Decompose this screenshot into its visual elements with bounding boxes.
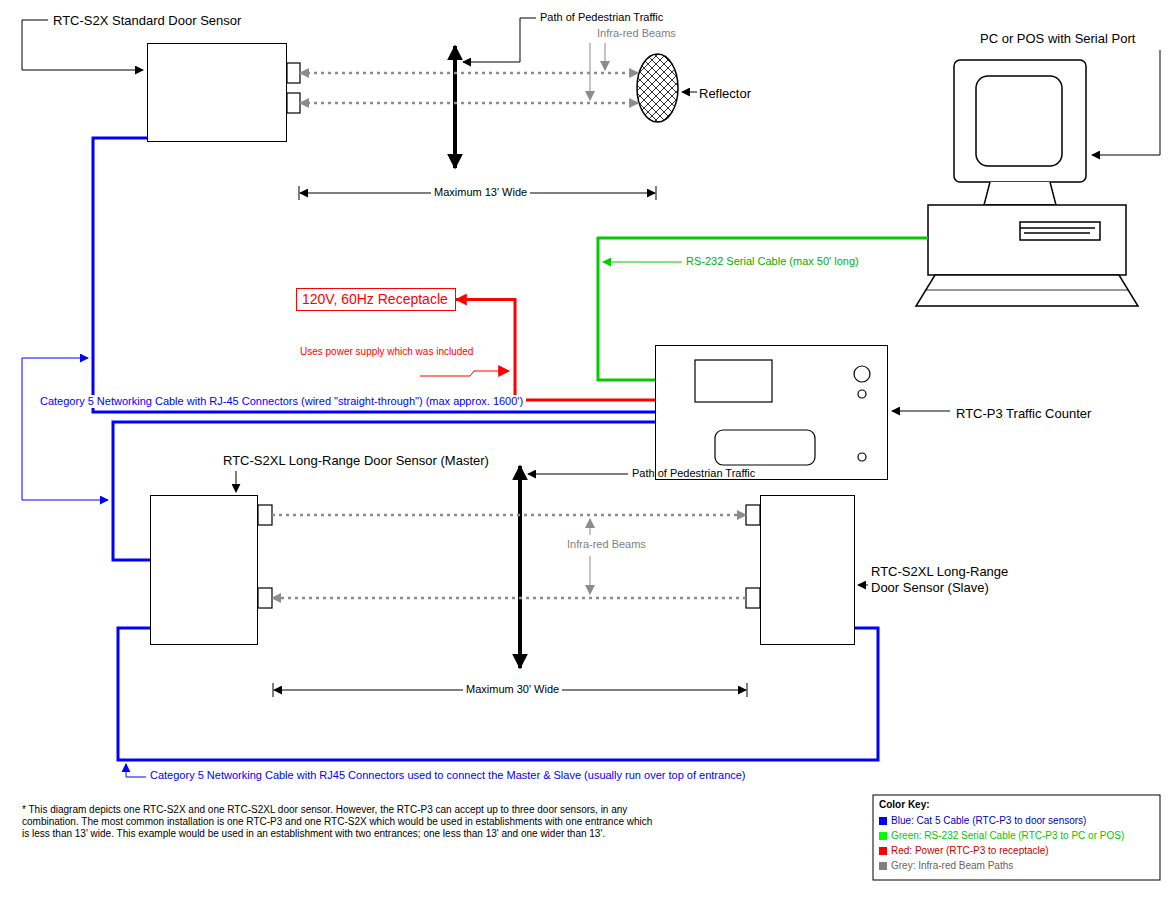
- traffic-label: Path of Pedestrian Traffic: [540, 11, 663, 24]
- legend-entry: Grey: Infra-red Beam Paths: [879, 860, 1013, 872]
- leader-arrow: [528, 474, 628, 475]
- dimension-label: Maximum 13' Wide: [431, 186, 530, 199]
- beam-label: Infra-red Beams: [597, 27, 676, 40]
- panel-led: [858, 390, 866, 398]
- legend-box: [873, 795, 1160, 880]
- power-receptacle: 120V, 60Hz Receptacle: [296, 288, 456, 311]
- reflector: Reflector: [637, 54, 678, 122]
- legend-title: Color Key:: [879, 799, 930, 811]
- node-title: PC or POS with Serial Port: [980, 31, 1135, 47]
- sensor-port: [287, 93, 300, 113]
- beam-label: Infra-red Beams: [567, 538, 646, 551]
- cable: [598, 238, 928, 380]
- door-sensor: RTC-S2XL Long-Range Door Sensor (Master): [150, 495, 258, 645]
- legend-text: Blue: Cat 5 Cable (RTC-P3 to door sensor…: [891, 815, 1086, 827]
- reflector-shape: [637, 54, 678, 122]
- cable-label: Category 5 Networking Cable with RJ45 Co…: [150, 769, 746, 782]
- dimension-tick: [299, 186, 300, 200]
- leader-arrow: [1092, 50, 1160, 155]
- legend-entry: Blue: Cat 5 Cable (RTC-P3 to door sensor…: [879, 815, 1086, 827]
- traffic-arrow: [518, 466, 522, 668]
- dimension-tick: [656, 186, 657, 200]
- traffic-counter: RTC-P3 Traffic Counter: [655, 345, 888, 480]
- sensor-port: [258, 505, 272, 525]
- display-window: [695, 360, 772, 402]
- sensor-port: [258, 588, 272, 608]
- leader-arrow: [420, 371, 509, 376]
- keypad-slot: [715, 430, 815, 465]
- dimension-label: Maximum 30' Wide: [463, 683, 562, 696]
- infrared-beam: [300, 102, 638, 105]
- leader-arrow: [590, 43, 591, 100]
- node-title: Reflector: [699, 86, 751, 102]
- legend-swatch: [879, 817, 887, 825]
- footnote: * This diagram depicts one RTC-S2X and o…: [22, 804, 662, 840]
- node-title: RTC-P3 Traffic Counter: [956, 406, 1091, 422]
- infrared-beam: [300, 72, 638, 75]
- leader-arrow: [892, 411, 950, 412]
- leader-arrow: [590, 556, 591, 594]
- leader-arrow: [22, 500, 108, 501]
- legend-swatch: [879, 862, 887, 870]
- legend-text: Grey: Infra-red Beam Paths: [891, 860, 1013, 872]
- sensor-port: [287, 63, 300, 83]
- panel-led: [858, 453, 866, 461]
- leader-arrow: [858, 585, 868, 586]
- legend-entry: Red: Power (RTC-P3 to receptacle): [879, 845, 1049, 857]
- leader-arrow: [590, 519, 591, 535]
- computer-drawing: [916, 60, 1138, 306]
- cable: [93, 138, 655, 412]
- legend-text: Green: RS-232 Serial Cable (RTC-P3 to PC…: [891, 830, 1124, 842]
- leader-arrow: [236, 471, 237, 492]
- leader-arrow: [682, 92, 697, 93]
- leader-arrow: [463, 18, 536, 62]
- traffic-label: Path of Pedestrian Traffic: [632, 467, 755, 480]
- cable: [118, 628, 878, 760]
- dimension-tick: [747, 683, 748, 697]
- legend-entry: Green: RS-232 Serial Cable (RTC-P3 to PC…: [879, 830, 1124, 842]
- panel-button: [854, 366, 870, 382]
- legend-swatch: [879, 832, 887, 840]
- cable: [456, 300, 655, 401]
- node-title: 120V, 60Hz Receptacle: [302, 291, 448, 308]
- leader-arrow: [22, 358, 88, 500]
- node-title: RTC-S2XL Long-Range Door Sensor (Master): [223, 453, 489, 469]
- infrared-beam: [272, 597, 746, 600]
- cable-label: Category 5 Networking Cable with RJ-45 C…: [37, 395, 526, 408]
- traffic-arrow: [453, 46, 457, 168]
- cable: [113, 422, 655, 560]
- node-title: RTC-S2X Standard Door Sensor: [53, 13, 241, 29]
- node-title: RTC-S2XL Long-Range Door Sensor (Slave): [871, 564, 1021, 595]
- leader-arrow: [126, 764, 146, 777]
- cable-label: RS-232 Serial Cable (max 50' long): [686, 255, 859, 268]
- power-note: Uses power supply which was included: [300, 346, 473, 358]
- door-sensor: RTC-S2XL Long-Range Door Sensor (Slave): [760, 495, 855, 645]
- legend-swatch: [879, 847, 887, 855]
- leader-arrow: [605, 43, 606, 70]
- door-sensor: RTC-S2X Standard Door Sensor: [147, 43, 287, 142]
- sensor-port: [746, 588, 760, 608]
- sensor-port: [746, 505, 760, 525]
- leader-arrow: [603, 262, 682, 263]
- infrared-beam: [272, 514, 746, 517]
- dimension-tick: [273, 683, 274, 697]
- legend-text: Red: Power (RTC-P3 to receptacle): [891, 845, 1049, 857]
- computer: PC or POS with Serial Port: [928, 58, 1126, 308]
